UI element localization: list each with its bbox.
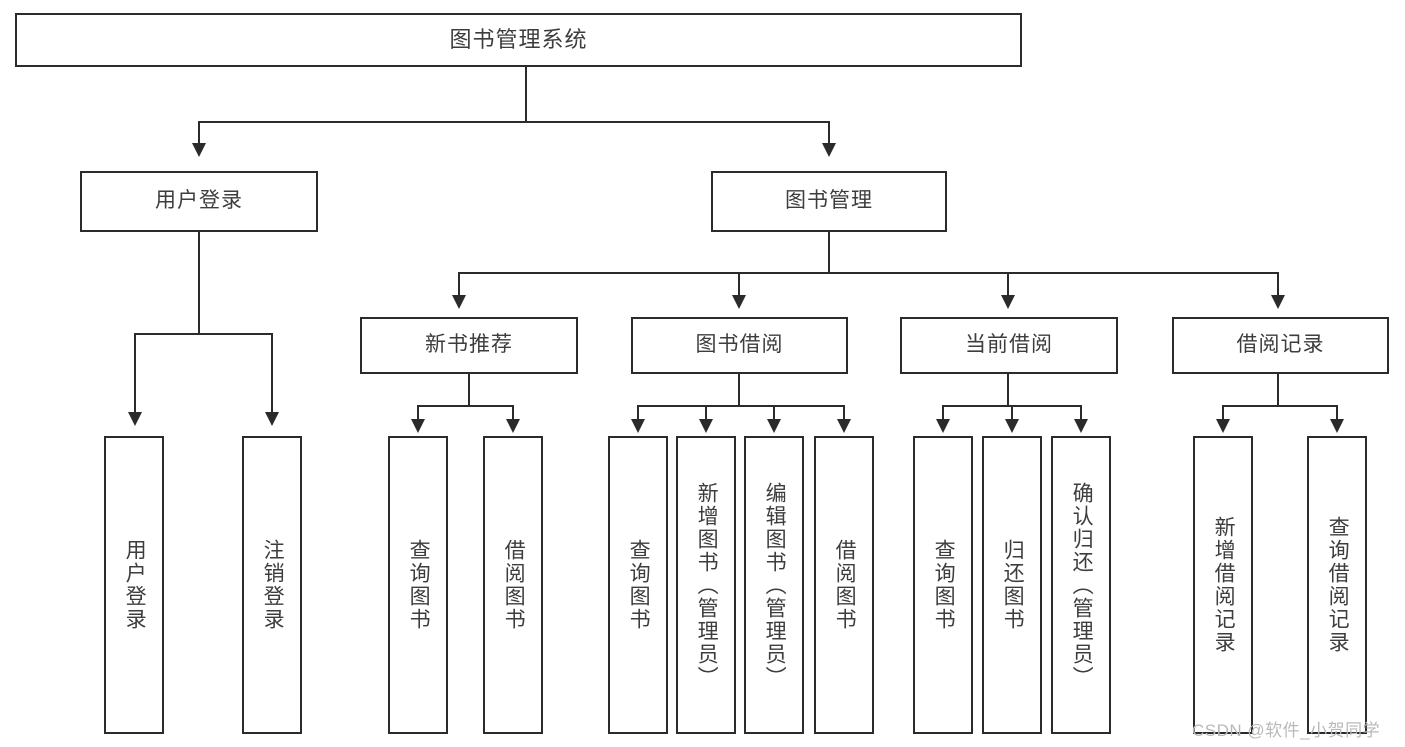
arrow-user-login-to-leaf-2 xyxy=(265,412,279,426)
arrow-user-login-to-leaf-1 xyxy=(128,412,142,426)
leaf-borrow-records-query[interactable]: 查询借阅记录 xyxy=(1307,436,1367,734)
leaf-label: 查询图书 xyxy=(407,539,431,631)
connector-book-borrow-to-leaf-1 xyxy=(637,405,639,421)
leaf-label: 注销登录 xyxy=(261,539,285,631)
arrow-book-borrow-to-leaf-3 xyxy=(767,419,781,433)
leaf-user-login-logout[interactable]: 注销登录 xyxy=(242,436,302,734)
leaf-label: 查询图书 xyxy=(627,539,651,631)
connector-book-manage-bus xyxy=(458,272,1279,274)
node-borrow-records-label: 借阅记录 xyxy=(1236,333,1325,357)
connector-new-book-to-leaf-2 xyxy=(512,405,514,421)
leaf-current-borrow-return[interactable]: 归还图书 xyxy=(982,436,1042,734)
leaf-label: 新增图书（管理员） xyxy=(695,481,719,689)
connector-user-login-to-leaf-2 xyxy=(271,333,273,415)
arrow-book-borrow-to-leaf-4 xyxy=(837,419,851,433)
connector-book-borrow-to-leaf-2 xyxy=(705,405,707,421)
leaf-label: 确认归还（管理员） xyxy=(1070,481,1094,689)
leaf-label: 编辑图书（管理员） xyxy=(763,481,787,689)
node-current-borrow-label: 当前借阅 xyxy=(965,333,1053,357)
connector-current-borrow-to-leaf-3 xyxy=(1080,405,1082,421)
connector-user-login-bus xyxy=(134,333,273,335)
connector-level2-bus xyxy=(198,121,829,123)
connector-book-borrow-to-leaf-3 xyxy=(773,405,775,421)
leaf-user-login-login[interactable]: 用户登录 xyxy=(104,436,164,734)
node-root-label: 图书管理系统 xyxy=(449,27,588,53)
connector-book-manage-to-book-borrow xyxy=(738,272,740,298)
leaf-current-borrow-query[interactable]: 查询图书 xyxy=(913,436,973,734)
leaf-label: 查询图书 xyxy=(932,539,956,631)
leaf-book-borrow-edit[interactable]: 编辑图书（管理员） xyxy=(744,436,804,734)
node-book-borrow-label: 图书借阅 xyxy=(695,333,784,357)
arrow-new-book-to-leaf-1 xyxy=(411,419,425,433)
arrow-current-borrow-to-leaf-1 xyxy=(936,419,950,433)
connector-borrow-records-stem xyxy=(1277,374,1279,406)
leaf-label: 归还图书 xyxy=(1001,539,1025,631)
connector-root-to-user-login xyxy=(198,121,200,146)
node-book-borrow[interactable]: 图书借阅 xyxy=(631,317,848,374)
node-book-manage-label: 图书管理 xyxy=(785,189,873,213)
connector-book-manage-to-current-borrow xyxy=(1007,272,1009,298)
connector-root-to-book-manage xyxy=(828,121,830,146)
node-user-login[interactable]: 用户登录 xyxy=(80,171,318,232)
connector-borrow-records-to-leaf-1 xyxy=(1222,405,1224,421)
node-root[interactable]: 图书管理系统 xyxy=(15,13,1022,67)
node-book-manage[interactable]: 图书管理 xyxy=(711,171,947,232)
node-current-borrow[interactable]: 当前借阅 xyxy=(900,317,1118,374)
arrow-book-manage-to-book-borrow xyxy=(732,295,746,309)
leaf-borrow-records-add[interactable]: 新增借阅记录 xyxy=(1193,436,1253,734)
arrow-new-book-to-leaf-2 xyxy=(506,419,520,433)
connector-root-stem xyxy=(525,67,527,122)
connector-new-book-bus xyxy=(417,405,514,407)
leaf-book-borrow-borrow[interactable]: 借阅图书 xyxy=(814,436,874,734)
leaf-label: 借阅图书 xyxy=(502,539,526,631)
connector-book-borrow-to-leaf-4 xyxy=(843,405,845,421)
connector-book-borrow-stem xyxy=(738,374,740,406)
connector-current-borrow-to-leaf-2 xyxy=(1011,405,1013,421)
leaf-current-borrow-confirm[interactable]: 确认归还（管理员） xyxy=(1051,436,1111,734)
node-borrow-records[interactable]: 借阅记录 xyxy=(1172,317,1389,374)
connector-book-manage-to-borrow-records xyxy=(1277,272,1279,298)
arrow-borrow-records-to-leaf-1 xyxy=(1216,419,1230,433)
connector-book-borrow-bus xyxy=(637,405,845,407)
leaf-label: 新增借阅记录 xyxy=(1212,516,1236,654)
connector-current-borrow-to-leaf-1 xyxy=(942,405,944,421)
arrow-root-to-user-login xyxy=(192,143,206,157)
arrow-book-borrow-to-leaf-2 xyxy=(699,419,713,433)
connector-book-manage-to-new-book xyxy=(458,272,460,298)
arrow-current-borrow-to-leaf-2 xyxy=(1005,419,1019,433)
connector-new-book-to-leaf-1 xyxy=(417,405,419,421)
connector-book-manage-stem xyxy=(828,232,830,274)
connector-borrow-records-bus xyxy=(1222,405,1338,407)
connector-user-login-to-leaf-1 xyxy=(134,333,136,415)
leaf-new-book-borrow[interactable]: 借阅图书 xyxy=(483,436,543,734)
leaf-label: 查询借阅记录 xyxy=(1326,516,1350,654)
connector-new-book-stem xyxy=(468,374,470,406)
connector-borrow-records-to-leaf-2 xyxy=(1336,405,1338,421)
leaf-label: 借阅图书 xyxy=(833,539,857,631)
leaf-book-borrow-add[interactable]: 新增图书（管理员） xyxy=(676,436,736,734)
leaf-book-borrow-query[interactable]: 查询图书 xyxy=(608,436,668,734)
leaf-label: 用户登录 xyxy=(123,539,147,631)
connector-user-login-stem xyxy=(198,232,200,335)
node-user-login-label: 用户登录 xyxy=(155,189,243,213)
leaf-new-book-query[interactable]: 查询图书 xyxy=(388,436,448,734)
arrow-root-to-book-manage xyxy=(822,143,836,157)
arrow-book-manage-to-borrow-records xyxy=(1271,295,1285,309)
arrow-book-borrow-to-leaf-1 xyxy=(631,419,645,433)
node-new-book-recommend[interactable]: 新书推荐 xyxy=(360,317,578,374)
csdn-watermark: CSDN @软件_小贺同学 xyxy=(1192,721,1381,740)
node-new-book-recommend-label: 新书推荐 xyxy=(425,333,513,357)
arrow-book-manage-to-current-borrow xyxy=(1001,295,1015,309)
arrow-book-manage-to-new-book xyxy=(452,295,466,309)
connector-current-borrow-stem xyxy=(1007,374,1009,406)
arrow-current-borrow-to-leaf-3 xyxy=(1074,419,1088,433)
arrow-borrow-records-to-leaf-2 xyxy=(1330,419,1344,433)
